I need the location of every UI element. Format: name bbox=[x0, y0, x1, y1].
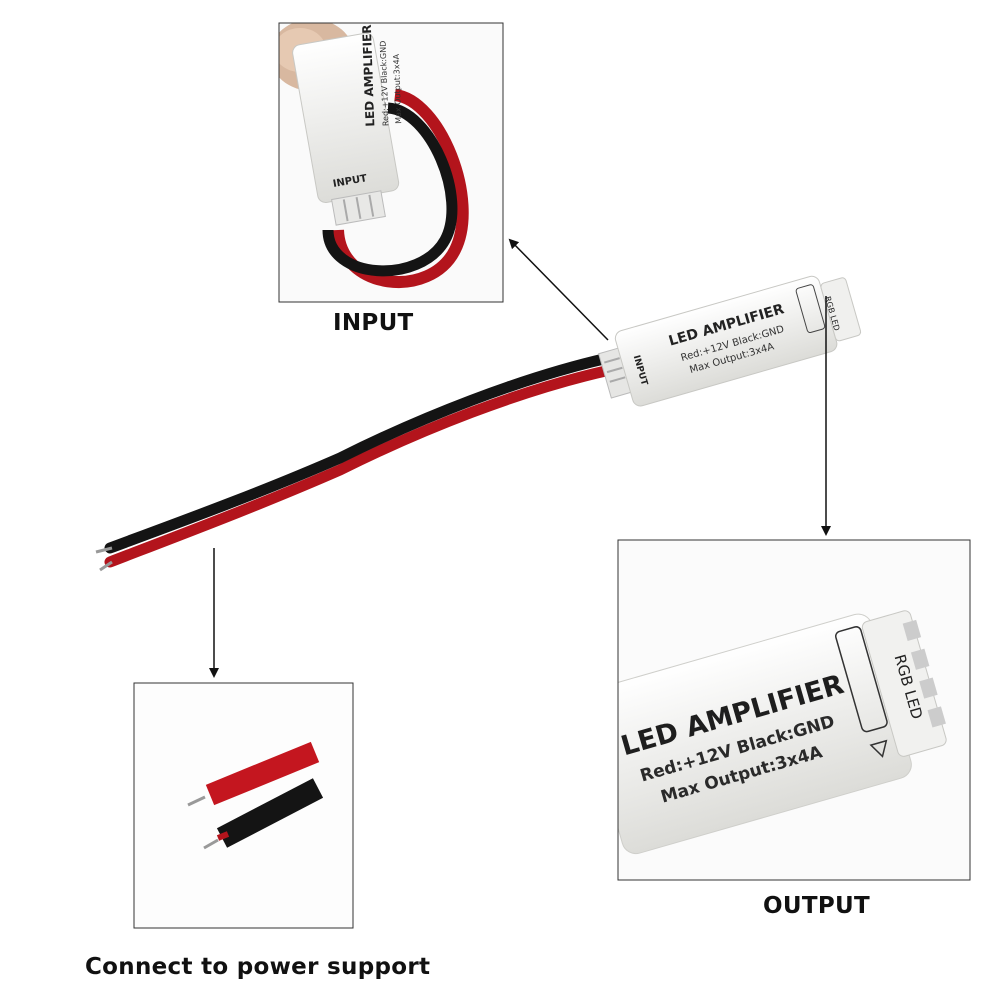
input-inset-device-line2: Max Output:3x4A bbox=[392, 53, 403, 124]
power-caption: Connect to power support bbox=[85, 954, 431, 980]
main-amplifier-device: LED AMPLIFIER Red:+12V Black:GND Max Out… bbox=[598, 275, 862, 407]
power-inset-photo bbox=[133, 682, 354, 929]
output-inset-photo: LED AMPLIFIER Red:+12V Black:GND Max Out… bbox=[617, 539, 971, 881]
output-caption: OUTPUT bbox=[763, 893, 870, 919]
arrow-to-input bbox=[508, 238, 609, 341]
input-inset-photo: LED AMPLIFIER Red:+12V Black:GND Max Out… bbox=[278, 22, 504, 303]
input-inset-device-title: LED AMPLIFIER bbox=[360, 24, 378, 127]
input-caption: INPUT bbox=[333, 310, 414, 336]
input-inset-device-line1: Red:+12V Black:GND bbox=[379, 41, 391, 127]
callout-arrows bbox=[209, 238, 831, 678]
main-cable bbox=[95, 352, 616, 572]
